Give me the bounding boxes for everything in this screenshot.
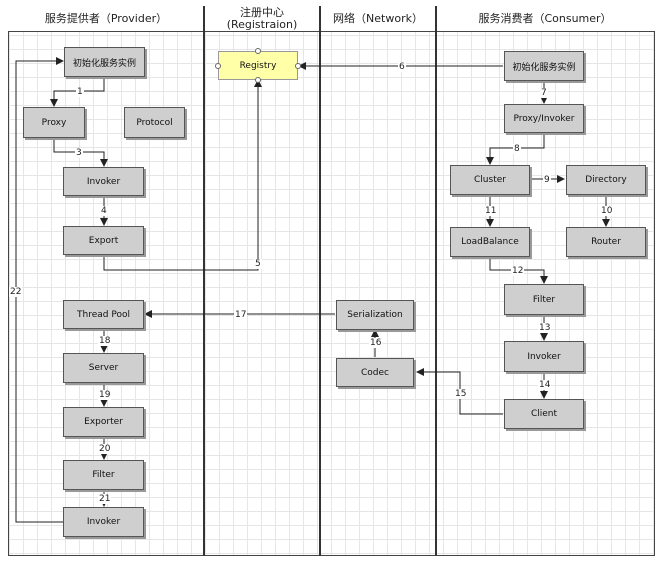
provider-init-node: 初始化服务实例 bbox=[64, 47, 145, 77]
provider-invoker2-node: Invoker bbox=[63, 507, 144, 537]
lane-title-registry-line2: (Registraion) bbox=[226, 18, 298, 31]
step-label: 20 bbox=[98, 444, 112, 454]
lane-title-registry: 注册中心 (Registraion) bbox=[205, 6, 319, 32]
step-label: 7 bbox=[540, 88, 548, 98]
lane-divider-2 bbox=[319, 6, 321, 556]
provider-export-node: Export bbox=[63, 226, 144, 255]
step-label: 6 bbox=[398, 62, 406, 72]
consumer-directory-node: Directory bbox=[566, 165, 646, 195]
step-label: 9 bbox=[543, 175, 551, 185]
lane-divider-3 bbox=[435, 6, 437, 556]
lane-divider-1 bbox=[203, 6, 205, 556]
step-label: 5 bbox=[254, 259, 262, 269]
provider-invoker-node: Invoker bbox=[63, 167, 144, 196]
step-label: 21 bbox=[98, 494, 112, 504]
provider-server-node: Server bbox=[63, 353, 144, 383]
provider-proxy-node: Proxy bbox=[23, 107, 85, 138]
consumer-invoker-node: Invoker bbox=[504, 341, 584, 372]
step-label: 11 bbox=[484, 206, 498, 216]
consumer-cluster-node: Cluster bbox=[450, 165, 530, 195]
lane-title-network: 网络（Network） bbox=[333, 12, 423, 25]
provider-threadpool-node: Thread Pool bbox=[63, 300, 144, 329]
step-label: 13 bbox=[538, 323, 552, 333]
step-label: 17 bbox=[234, 310, 248, 320]
step-label: 19 bbox=[98, 390, 112, 400]
lane-title-provider: 服务提供者（Provider） bbox=[44, 12, 168, 25]
lane-title-registry-line1: 注册中心 bbox=[240, 6, 284, 19]
consumer-client-node: Client bbox=[504, 399, 584, 429]
network-serialization-node: Serialization bbox=[336, 300, 414, 330]
lane-header-band bbox=[8, 6, 655, 32]
step-label: 4 bbox=[100, 206, 108, 216]
step-label: 15 bbox=[454, 389, 468, 399]
consumer-proxy-invoker-node: Proxy/Invoker bbox=[504, 104, 584, 133]
step-label: 18 bbox=[98, 336, 112, 346]
provider-filter-node: Filter bbox=[63, 460, 144, 490]
step-label: 10 bbox=[600, 206, 614, 216]
provider-protocol-node: Protocol bbox=[124, 107, 185, 138]
consumer-filter-node: Filter bbox=[504, 284, 584, 315]
step-label: 12 bbox=[511, 266, 525, 276]
network-codec-node: Codec bbox=[336, 358, 414, 387]
step-label: 14 bbox=[538, 380, 552, 390]
step-label: 16 bbox=[369, 338, 383, 348]
lane-title-consumer: 服务消费者（Consumer） bbox=[478, 12, 612, 25]
edge-5 bbox=[103, 79, 262, 271]
consumer-router-node: Router bbox=[566, 227, 646, 257]
consumer-loadbalance-node: LoadBalance bbox=[450, 227, 530, 257]
step-label: 1 bbox=[76, 87, 84, 97]
provider-exporter-node: Exporter bbox=[63, 407, 144, 437]
step-label: 3 bbox=[75, 148, 83, 158]
step-label: 8 bbox=[513, 144, 521, 154]
step-label: 22 bbox=[9, 287, 23, 297]
consumer-init-node: 初始化服务实例 bbox=[504, 51, 584, 81]
